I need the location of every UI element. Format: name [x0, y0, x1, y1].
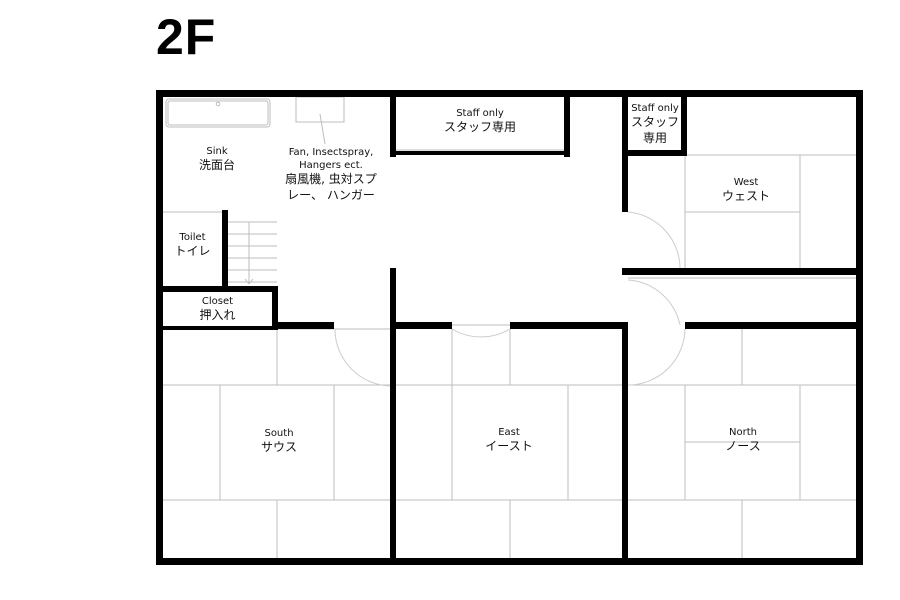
north-room-ja: ノース — [725, 439, 761, 453]
south-room-label: South サウス — [239, 427, 319, 456]
north-room-en: North — [729, 427, 757, 438]
east-room-ja: イースト — [485, 439, 533, 453]
west-room-label: West ウェスト — [706, 176, 786, 205]
closet-ja: 押入れ — [199, 308, 236, 322]
west-room-ja: ウェスト — [721, 189, 770, 203]
staircase — [228, 221, 277, 285]
sink-label-en: Sink — [206, 146, 228, 157]
south-room-ja: サウス — [260, 440, 297, 454]
staff-only-center-en: Staff only — [456, 108, 504, 119]
staff-only-center-label: Staff only スタッフ専用 — [420, 107, 540, 136]
staff-only-right-ja-line1: スタッフ — [630, 115, 679, 129]
storage-note-en-line2: Hangers ect. — [299, 160, 363, 171]
east-room-en: East — [498, 427, 520, 438]
toilet-ja: トイレ — [174, 244, 211, 258]
west-room-en: West — [733, 177, 759, 188]
sink-label-ja: 洗面台 — [198, 158, 235, 172]
staff-only-center-ja: スタッフ専用 — [443, 120, 516, 134]
storage-note-ja-line1: 扇風機, 虫対スプ — [285, 172, 377, 186]
staff-only-right-en: Staff only — [631, 103, 679, 114]
toilet-label: Toilet トイレ — [163, 231, 222, 260]
north-room-label: North ノース — [703, 426, 783, 455]
toilet-en: Toilet — [179, 232, 206, 243]
sink-label: Sink 洗面台 — [187, 145, 247, 174]
east-room-label: East イースト — [469, 426, 549, 455]
storage-note-ja-line2: レー、 ハンガー — [287, 187, 375, 202]
south-room-en: South — [264, 428, 294, 439]
staff-only-right-ja-line2: 専用 — [642, 130, 667, 145]
storage-note-en-line1: Fan, Insectspray, — [288, 147, 374, 158]
door-arcs — [334, 211, 686, 387]
staff-only-right-label: Staff only スタッフ 専用 — [626, 102, 684, 146]
walls — [156, 90, 863, 565]
floor-title: 2F — [156, 9, 217, 65]
closet-label: Closet 押入れ — [163, 295, 272, 324]
storage-note-label: Fan, Insectspray, Hangers ect. 扇風機, 虫対スプ… — [272, 146, 390, 203]
closet-en: Closet — [201, 296, 234, 307]
